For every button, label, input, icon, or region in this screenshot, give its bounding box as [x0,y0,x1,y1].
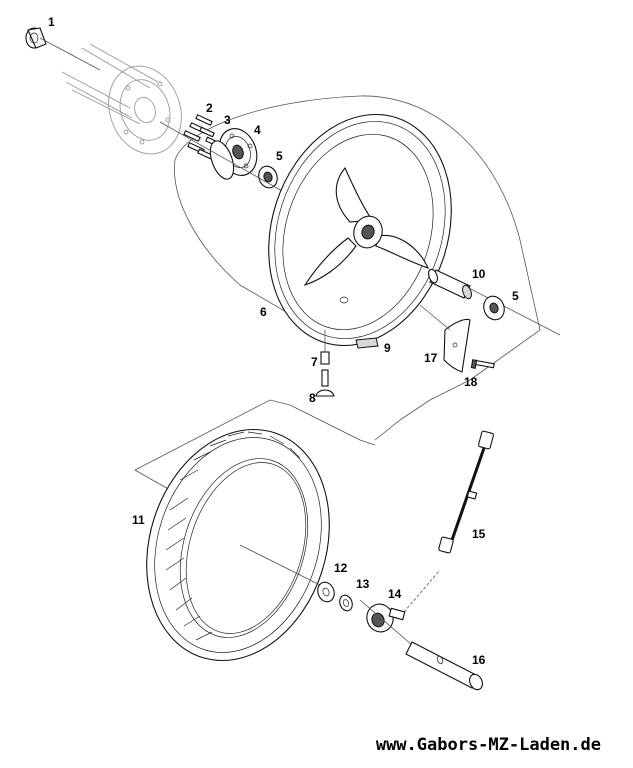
assembly-outline-upper [174,95,541,441]
callout-5b: 5 [512,289,519,303]
long-bolts-part [61,43,159,125]
speedometer-drive-part [366,569,441,633]
callout-1: 1 [48,15,55,29]
callout-5a: 5 [276,149,283,163]
callout-11: 11 [132,513,145,527]
callout-7: 7 [311,355,318,369]
callout-16: 16 [472,653,486,667]
callout-18: 18 [464,375,478,389]
callout-15: 15 [472,527,486,541]
tire-part [146,428,331,662]
assembly-outline-lower [134,399,376,471]
assembly-outline-left [174,159,301,321]
speedometer-cable-part [438,430,494,554]
callout-14: 14 [388,587,402,601]
callout-13: 13 [356,577,370,591]
brake-disc-part [108,65,182,155]
callout-3: 3 [224,113,231,127]
callout-4: 4 [254,123,261,137]
valve-cap-part [320,330,330,365]
hub-cap-part [25,27,101,71]
screw-part [470,359,495,369]
callout-12: 12 [334,561,348,575]
washer-part [317,581,335,603]
hub-carrier-part [209,128,258,180]
callout-2: 2 [206,101,213,115]
callout-8: 8 [309,391,316,405]
guard-plate-part [419,304,471,373]
wheel-bearing-left-part [258,165,278,189]
callout-9: 9 [384,341,391,355]
callout-10: 10 [472,267,486,281]
spacer-sleeve-part [427,268,472,300]
wheel-bearing-right-part [483,295,505,321]
tire-valve-part [315,369,335,397]
balance-weight-part [355,337,379,349]
spacer-ring-part [339,594,353,612]
axle-part [359,599,483,691]
wheel-rim-part [268,113,452,347]
callout-6: 6 [260,305,267,319]
callout-17: 17 [424,351,438,365]
website-footer: www.Gabors-MZ-Laden.de [375,735,601,755]
